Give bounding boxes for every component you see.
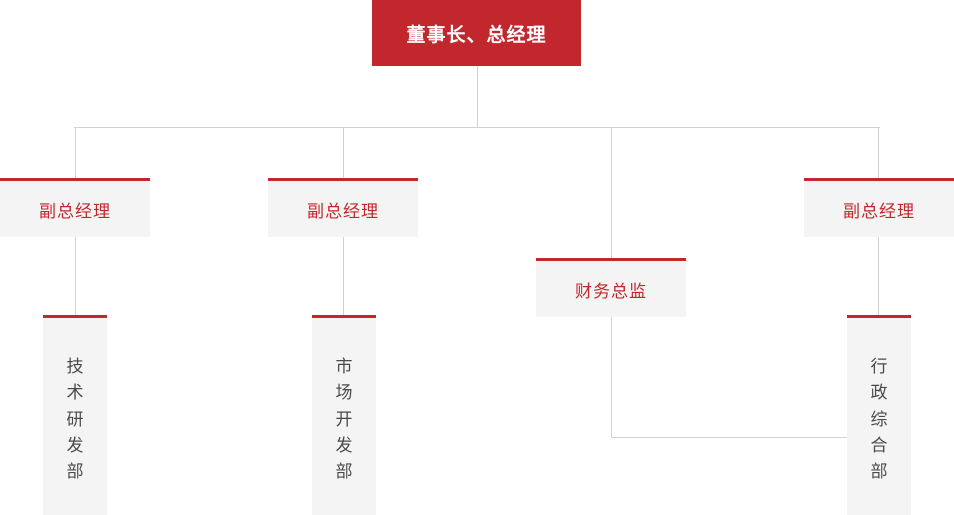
- node-dept-rd-char-0: 技: [66, 357, 84, 376]
- node-vice-gm-2[interactable]: 副总经理: [268, 178, 418, 237]
- node-vice-gm-1-label: 副总经理: [39, 201, 111, 221]
- connector-cfo-elbow-vertical: [611, 317, 612, 437]
- connector-horizontal-bus: [74, 127, 880, 128]
- node-dept-market-char-1: 场: [335, 383, 353, 403]
- node-dept-rd-char-2: 研: [66, 409, 84, 429]
- node-dept-rd[interactable]: 技 术 研 发 部: [43, 315, 107, 515]
- node-chairman-label: 董事长、总经理: [406, 24, 547, 46]
- node-dept-admin-char-2: 综: [870, 409, 888, 429]
- connector-vice-gm-1-to-dept-rd: [75, 237, 76, 315]
- node-dept-market[interactable]: 市 场 开 发 部: [312, 315, 376, 515]
- node-dept-admin-char-4: 部: [870, 462, 888, 482]
- node-dept-rd-char-4: 部: [66, 462, 84, 482]
- node-dept-rd-char-3: 发: [66, 436, 84, 456]
- connector-cfo-elbow-horizontal: [611, 437, 847, 438]
- node-dept-market-char-4: 部: [335, 462, 353, 482]
- connector-drop-vice-gm-2: [343, 127, 344, 178]
- node-dept-admin[interactable]: 行 政 综 合 部: [847, 315, 911, 515]
- node-dept-admin-char-1: 政: [870, 383, 888, 403]
- connector-drop-vice-gm-1: [75, 127, 76, 178]
- node-dept-market-char-0: 市: [335, 357, 353, 376]
- node-vice-gm-3-label: 副总经理: [843, 201, 915, 221]
- node-dept-market-char-2: 开: [335, 409, 353, 429]
- connector-chairman-trunk: [477, 66, 478, 127]
- node-chairman[interactable]: 董事长、总经理: [372, 0, 581, 66]
- node-vice-gm-1[interactable]: 副总经理: [0, 178, 150, 237]
- connector-drop-vice-gm-3: [878, 127, 879, 178]
- connector-vice-gm-3-to-dept-admin: [878, 237, 879, 315]
- node-dept-rd-char-1: 术: [66, 383, 84, 403]
- connector-vice-gm-2-to-dept-market: [343, 237, 344, 315]
- node-cfo[interactable]: 财务总监: [536, 258, 686, 317]
- node-vice-gm-2-label: 副总经理: [307, 201, 379, 221]
- node-dept-market-char-3: 发: [335, 436, 353, 456]
- node-dept-admin-char-3: 合: [870, 436, 888, 456]
- node-cfo-label: 财务总监: [575, 281, 647, 301]
- connector-drop-cfo: [611, 127, 612, 258]
- node-dept-admin-char-0: 行: [870, 357, 888, 376]
- node-vice-gm-3[interactable]: 副总经理: [804, 178, 954, 237]
